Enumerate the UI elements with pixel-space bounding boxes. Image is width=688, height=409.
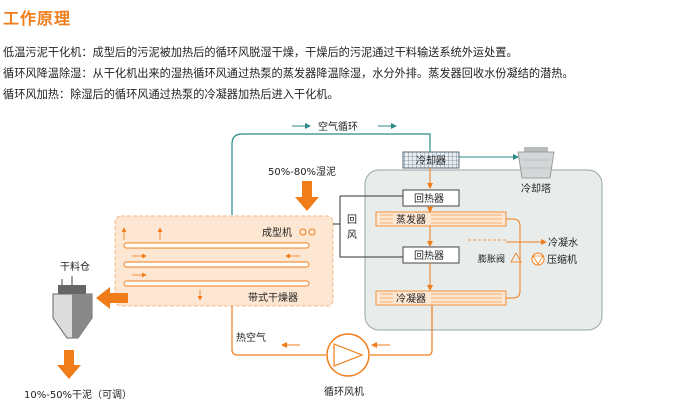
circulation-fan-icon: [326, 333, 370, 377]
desc-sludge-dryer: 低温污泥干化机：成型后的污泥被加热后的循环风脱湿干燥，干燥后的污泥通过干料输送系…: [3, 46, 518, 59]
desc-heating: 循环风加热：除湿后的循环风通过热泵的冷凝器加热后进入干化机。: [3, 88, 339, 101]
refrigerant-loop: [506, 218, 521, 299]
condensate-label: 冷凝水: [548, 236, 578, 249]
heat-pump-panel: [364, 169, 603, 331]
cooling-tower-icon: [517, 147, 555, 179]
cooler-label: 冷却器: [416, 154, 446, 167]
wet-sludge-label: 50%-80%湿泥: [268, 165, 336, 178]
belt-dryer-box: [114, 215, 334, 307]
fan-label: 循环风机: [324, 385, 364, 398]
reheater-bottom-label: 回热器: [414, 249, 444, 262]
expansion-valve-icon: [510, 252, 522, 263]
forming-machine-label: 成型机: [262, 226, 292, 239]
page-title: 工作原理: [3, 9, 72, 28]
desc-dehumidify: 循环风降温除湿：从干化机出来的湿热循环风通过热泵的蒸发器降温除湿，水分外排。蒸发…: [3, 67, 574, 80]
dry-sludge-arrow: [57, 350, 81, 379]
cooling-tower-label: 冷却塔: [521, 182, 551, 195]
evaporator-label: 蒸发器: [396, 213, 426, 226]
return-air-line: [333, 223, 403, 258]
compressor-icon: [531, 252, 545, 266]
belt-dryer-label: 带式干燥器: [248, 291, 298, 304]
hot-air-line: [231, 306, 326, 356]
wet-sludge-arrow: [295, 181, 319, 211]
compressor-label: 压缩机: [547, 253, 577, 266]
air-cycle-line: [231, 133, 431, 215]
return-air-label-2: 风: [347, 229, 357, 241]
hot-air-label: 热空气: [236, 331, 266, 344]
dryer-output-arrow: [96, 287, 128, 309]
dry-bin-label: 干料仓: [60, 260, 90, 273]
condenser-label: 冷凝器: [396, 292, 426, 305]
cooler-box: [402, 151, 460, 169]
reheater-bottom-box: [402, 246, 460, 264]
dry-sludge-label: 10%-50%干泥（可调）: [24, 388, 132, 401]
air-cycle-label: 空气循环: [318, 120, 358, 133]
reheater-top-label: 回热器: [414, 192, 444, 205]
dry-bin-icon: [52, 276, 93, 339]
expansion-valve-label: 膨胀阀: [478, 253, 505, 265]
reheater-top-box: [402, 189, 460, 207]
return-air-label-1: 回: [347, 214, 357, 226]
